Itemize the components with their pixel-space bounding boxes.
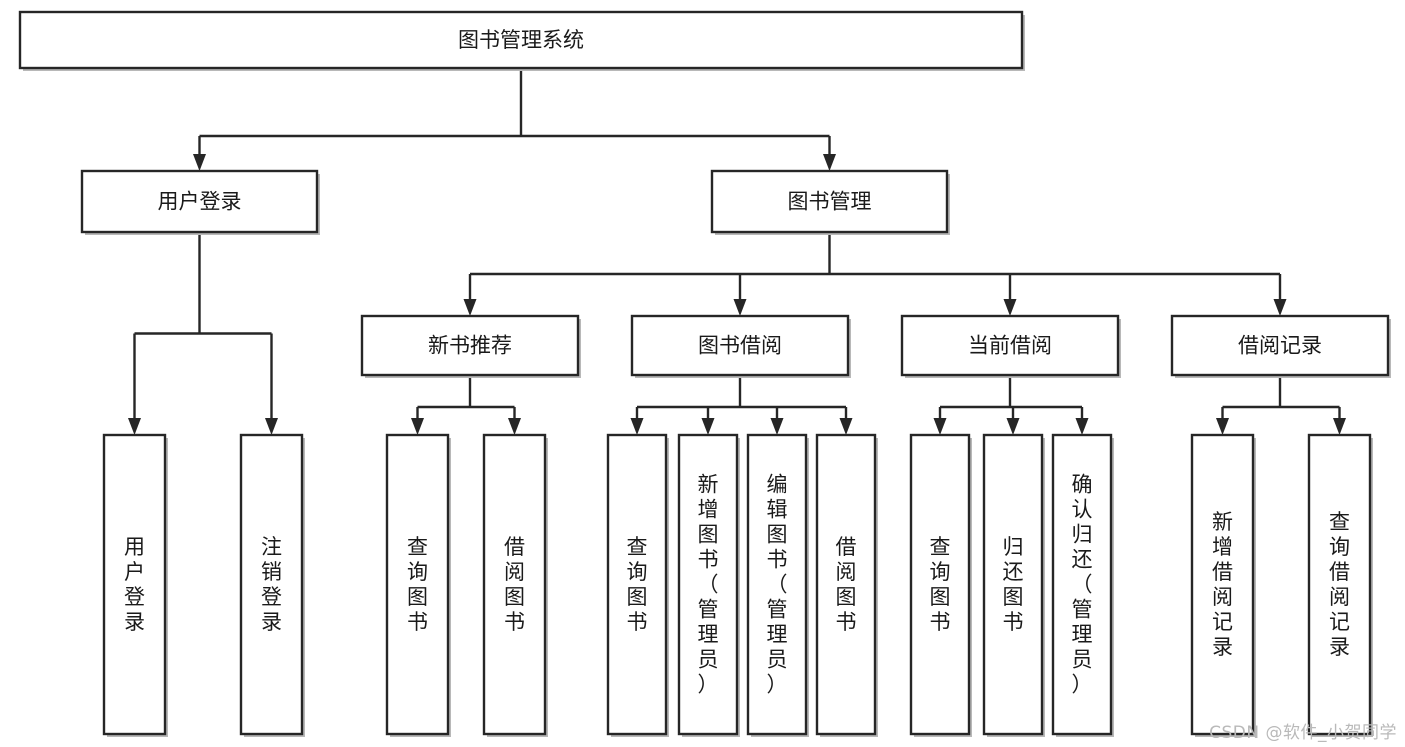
node-label-new-book-recommend: 新书推荐 xyxy=(428,334,512,358)
node-book-borrow[interactable]: 图书借阅 xyxy=(630,314,851,378)
node-leaf-confirm-return-admin[interactable]: 确认归还（管理员） xyxy=(1051,433,1114,737)
node-leaf-edit-book-admin[interactable]: 编辑图书（管理员） xyxy=(746,433,809,737)
connector-layer xyxy=(128,68,1346,435)
node-box-leaf-query-borrow-record[interactable] xyxy=(1307,433,1372,736)
node-box-leaf-user-login[interactable] xyxy=(102,433,167,736)
node-box-leaf-borrow-book-2[interactable] xyxy=(815,433,877,736)
node-user-login-group[interactable]: 用户登录 xyxy=(80,169,320,235)
node-leaf-borrow-book-2[interactable]: 借阅图书 xyxy=(815,433,878,737)
node-leaf-query-book-2[interactable]: 查询图书 xyxy=(606,433,669,737)
node-box-book-manage-group[interactable] xyxy=(710,169,949,234)
node-box-new-book-recommend[interactable] xyxy=(360,314,580,377)
node-box-leaf-confirm-return-admin[interactable] xyxy=(1051,433,1113,736)
node-label-current-borrow: 当前借阅 xyxy=(968,334,1052,358)
arrow-head-leaf-query-book-1 xyxy=(411,418,424,435)
arrow-head-leaf-add-book-admin xyxy=(701,418,715,435)
node-leaf-user-logout[interactable]: 注销登录 xyxy=(239,433,305,737)
node-leaf-user-login[interactable]: 用户登录 xyxy=(102,433,168,737)
node-leaf-borrow-book-1[interactable]: 借阅图书 xyxy=(482,433,548,737)
node-label-book-manage-group: 图书管理 xyxy=(788,190,872,214)
arrow-head-leaf-query-book-3 xyxy=(933,418,947,435)
node-current-borrow[interactable]: 当前借阅 xyxy=(900,314,1121,378)
node-box-leaf-borrow-book-1[interactable] xyxy=(482,433,547,736)
node-leaf-query-book-3[interactable]: 查询图书 xyxy=(909,433,972,737)
node-box-leaf-add-borrow-record[interactable] xyxy=(1190,433,1255,736)
node-label-leaf-add-book-admin: 新增图书（管理员） xyxy=(698,473,719,697)
node-box-book-borrow[interactable] xyxy=(630,314,850,377)
arrow-head-book-manage-group xyxy=(823,154,836,171)
node-borrow-record[interactable]: 借阅记录 xyxy=(1170,314,1391,378)
node-box-leaf-query-book-1[interactable] xyxy=(385,433,450,736)
node-label-leaf-return-book: 归还图书 xyxy=(1003,535,1024,634)
arrow-head-leaf-add-borrow-record xyxy=(1216,418,1229,435)
arrow-head-leaf-query-book-2 xyxy=(630,418,644,435)
arrow-head-new-book-recommend xyxy=(463,299,477,316)
node-box-leaf-query-book-2[interactable] xyxy=(606,433,668,736)
node-label-leaf-query-book-2: 查询图书 xyxy=(627,535,648,634)
node-box-leaf-user-logout[interactable] xyxy=(239,433,304,736)
arrow-head-leaf-edit-book-admin xyxy=(770,418,784,435)
node-label-leaf-user-logout: 注销登录 xyxy=(261,535,282,634)
node-leaf-add-book-admin[interactable]: 新增图书（管理员） xyxy=(677,433,740,737)
node-label-leaf-add-borrow-record: 新增借阅记录 xyxy=(1212,510,1233,659)
node-box-leaf-edit-book-admin[interactable] xyxy=(746,433,808,736)
node-layer: 图书管理系统用户登录图书管理新书推荐图书借阅当前借阅借阅记录用户登录注销登录查询… xyxy=(18,10,1391,737)
node-box-user-login-group[interactable] xyxy=(80,169,319,234)
arrow-head-leaf-confirm-return-admin xyxy=(1075,418,1089,435)
arrow-head-book-borrow xyxy=(733,299,747,316)
node-label-user-login-group: 用户登录 xyxy=(158,190,242,214)
node-box-leaf-add-book-admin[interactable] xyxy=(677,433,739,736)
arrow-head-current-borrow xyxy=(1003,299,1017,316)
node-label-book-borrow: 图书借阅 xyxy=(698,334,782,358)
node-label-root: 图书管理系统 xyxy=(458,28,584,52)
node-label-borrow-record: 借阅记录 xyxy=(1238,334,1322,358)
node-label-leaf-query-book-1: 查询图书 xyxy=(407,535,428,634)
node-label-leaf-borrow-book-2: 借阅图书 xyxy=(836,535,857,634)
node-label-leaf-borrow-book-1: 借阅图书 xyxy=(504,535,525,634)
node-label-leaf-confirm-return-admin: 确认归还（管理员） xyxy=(1072,473,1093,697)
node-box-root[interactable] xyxy=(18,10,1024,70)
node-box-borrow-record[interactable] xyxy=(1170,314,1390,377)
arrow-head-borrow-record xyxy=(1273,299,1287,316)
arrow-head-leaf-borrow-book-1 xyxy=(508,418,521,435)
arrow-head-leaf-user-login xyxy=(128,418,141,435)
node-label-leaf-query-book-3: 查询图书 xyxy=(930,535,951,634)
arrow-head-leaf-return-book xyxy=(1006,418,1020,435)
arrow-head-leaf-query-borrow-record xyxy=(1333,418,1346,435)
arrow-head-leaf-borrow-book-2 xyxy=(839,418,853,435)
node-label-leaf-edit-book-admin: 编辑图书（管理员） xyxy=(767,473,788,697)
node-label-leaf-user-login: 用户登录 xyxy=(124,535,145,634)
arrow-head-leaf-user-logout xyxy=(265,418,278,435)
node-box-current-borrow[interactable] xyxy=(900,314,1120,377)
node-book-manage-group[interactable]: 图书管理 xyxy=(710,169,950,235)
node-box-leaf-return-book[interactable] xyxy=(982,433,1044,736)
node-new-book-recommend[interactable]: 新书推荐 xyxy=(360,314,581,378)
node-leaf-query-borrow-record[interactable]: 查询借阅记录 xyxy=(1307,433,1373,737)
node-label-leaf-query-borrow-record: 查询借阅记录 xyxy=(1329,510,1350,659)
node-leaf-query-book-1[interactable]: 查询图书 xyxy=(385,433,451,737)
node-root[interactable]: 图书管理系统 xyxy=(18,10,1025,71)
arrow-head-user-login-group xyxy=(193,154,206,171)
node-leaf-add-borrow-record[interactable]: 新增借阅记录 xyxy=(1190,433,1256,737)
node-box-leaf-query-book-3[interactable] xyxy=(909,433,971,736)
node-leaf-return-book[interactable]: 归还图书 xyxy=(982,433,1045,737)
